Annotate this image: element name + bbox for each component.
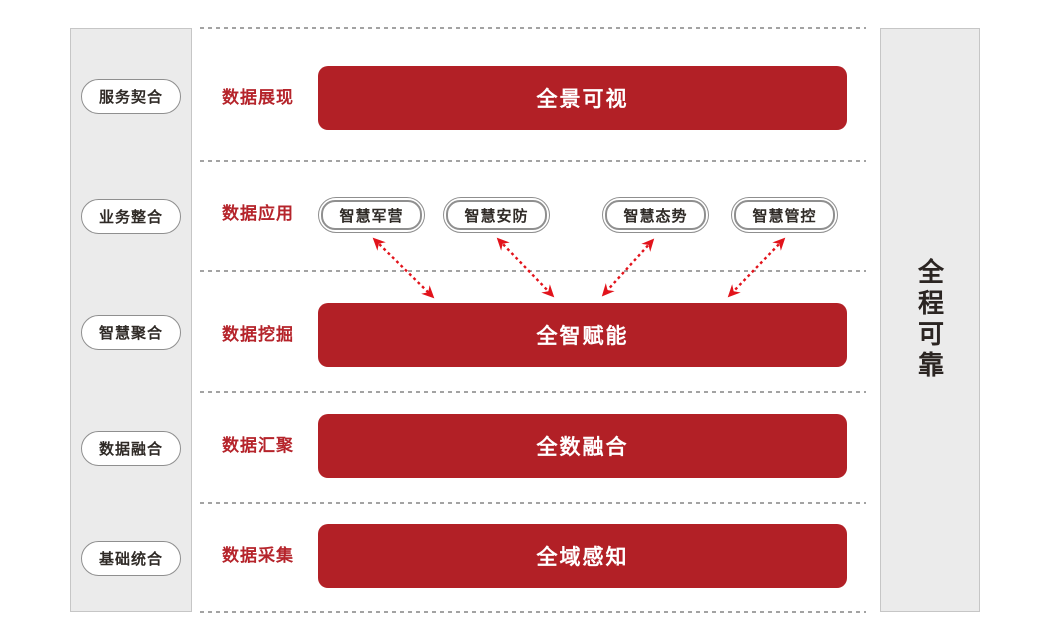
rail-pill-business-integration: 业务整合 [81, 199, 181, 234]
right-rail-title: 全程可靠 [914, 258, 945, 382]
app-pill-smart-situation: 智慧态势 [602, 197, 709, 233]
dotted-separator [200, 611, 866, 613]
dotted-separator [200, 160, 866, 162]
double-arrow-icon [601, 238, 655, 297]
app-pill-label: 智慧管控 [734, 200, 835, 230]
app-pill-smart-control: 智慧管控 [731, 197, 838, 233]
rail-pill-data-fusion: 数据融合 [81, 431, 181, 466]
banner-full-domain-sensing: 全域感知 [318, 524, 847, 588]
app-pill-label: 智慧军营 [321, 200, 422, 230]
app-pill-smart-security: 智慧安防 [443, 197, 550, 233]
dotted-separator [200, 391, 866, 393]
double-arrow-icon [496, 237, 555, 298]
app-pill-label: 智慧安防 [446, 200, 547, 230]
right-rail: 全程可靠 [880, 28, 980, 612]
app-pill-label: 智慧态势 [605, 200, 706, 230]
row-label-data-mining: 数据挖掘 [222, 325, 294, 344]
banner-full-intelligence: 全智赋能 [318, 303, 847, 367]
banner-panoramic-visibility: 全景可视 [318, 66, 847, 130]
double-arrow-icon [372, 237, 435, 299]
rail-pill-smart-aggregation: 智慧聚合 [81, 315, 181, 350]
banner-full-data-fusion: 全数融合 [318, 414, 847, 478]
dotted-separator [200, 270, 866, 272]
row-label-data-convergence: 数据汇聚 [222, 436, 294, 455]
double-arrow-icon [727, 237, 786, 298]
row-label-data-collection: 数据采集 [222, 546, 294, 565]
rail-pill-basic-unification: 基础统合 [81, 541, 181, 576]
dotted-separator [200, 502, 866, 504]
app-pill-smart-barracks: 智慧军营 [318, 197, 425, 233]
left-rail: 服务契合 业务整合 智慧聚合 数据融合 基础统合 [70, 28, 192, 612]
row-label-data-display: 数据展现 [222, 88, 294, 107]
dotted-separator [200, 27, 866, 29]
row-label-data-application: 数据应用 [222, 204, 294, 223]
rail-pill-service-fit: 服务契合 [81, 79, 181, 114]
